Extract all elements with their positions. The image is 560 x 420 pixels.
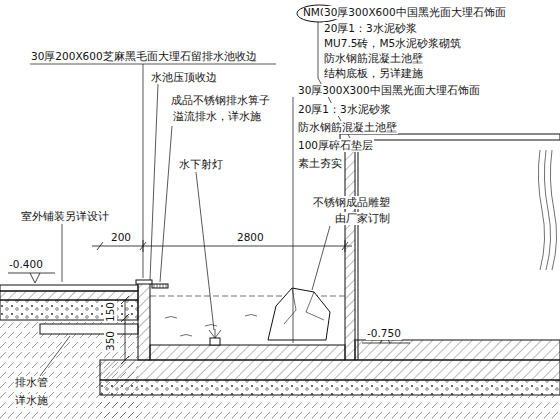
elevation: -0.750: [366, 327, 402, 340]
material-note: 素土夯实: [297, 157, 343, 170]
underwater-light: [209, 329, 221, 345]
leader-line: [30, 18, 350, 376]
note: 由厂家订制: [334, 212, 391, 225]
material-note: 防水钢筋混凝土池壁: [297, 121, 398, 134]
part-label: 排水管: [14, 376, 49, 389]
part-label: 水下射灯: [178, 158, 224, 171]
material-note: 结构底板，另详建施: [323, 67, 424, 80]
material-note: 防水钢筋混凝土池壁: [323, 52, 424, 65]
structure: [0, 134, 560, 420]
note: 详水施: [14, 394, 49, 407]
elevation: -0.400: [8, 258, 44, 271]
fountain: [538, 150, 556, 270]
material-note: 20厚1：3水泥砂浆: [297, 103, 392, 116]
note: 溢流排水，详水施: [172, 110, 262, 123]
part-label: 成品不锈钢排水箅子: [170, 94, 271, 107]
material-note: 30厚300X600中国黑光面大理石饰面: [323, 6, 507, 19]
material-note: 30厚200X600芝麻黑毛面大理石留排水池收边: [30, 50, 258, 63]
dimension: 150: [104, 301, 117, 323]
material-note: 30厚300X300中国黑光面大理石饰面: [297, 84, 481, 97]
sculpture: [268, 288, 330, 340]
material-note: MU7.5砖，M5水泥砂浆砌筑: [323, 37, 462, 50]
material-note: 100厚碎石垫层: [297, 139, 374, 152]
dimension: [92, 240, 352, 364]
dimension: 350: [104, 330, 117, 352]
dimension: 2800: [236, 231, 265, 244]
note: 室外铺装另详设计: [20, 210, 110, 223]
part-label: 水池压顶收边: [150, 71, 218, 84]
material-note: 20厚1：3水泥砂浆: [323, 22, 418, 35]
part-label: 不锈钢成品雕塑: [312, 196, 391, 209]
dimension: 200: [110, 231, 132, 244]
